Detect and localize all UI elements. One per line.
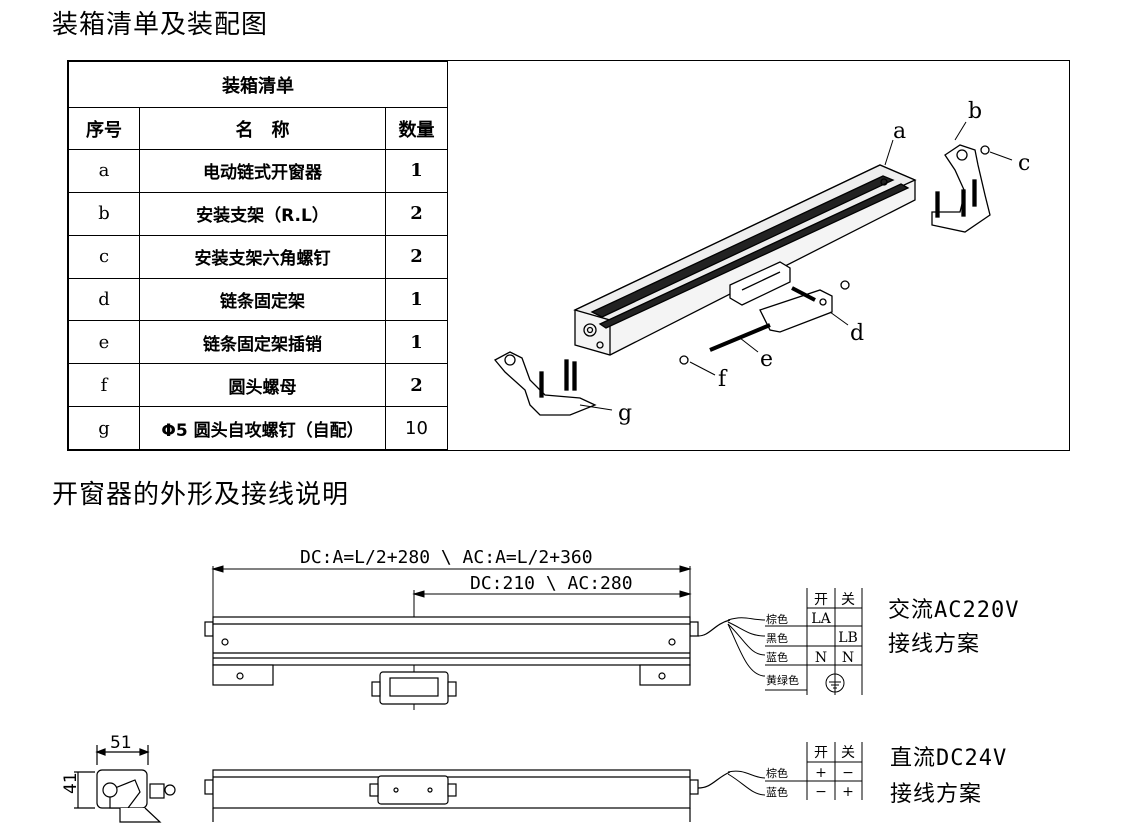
ac-wire-blue: 蓝色 <box>766 650 788 664</box>
dc-cell-minus2: − <box>815 784 827 800</box>
row-qty: 10 <box>385 406 448 450</box>
dc-wiring-table <box>765 742 863 800</box>
label-g: g <box>618 401 632 426</box>
dc-opener-side-view <box>204 769 731 822</box>
row-qty: 1 <box>385 149 448 193</box>
label-d: d <box>850 321 864 346</box>
row-name: 安装支架六角螺钉 <box>139 234 386 279</box>
row-name: Φ5 圆头自攻螺钉（自配） <box>139 406 386 450</box>
header-name: 名 称 <box>139 107 386 150</box>
dim-a-label: DC:A=L/2+280 \ AC:A=L/2+360 <box>300 547 593 568</box>
ground-icon <box>825 673 845 693</box>
ac-col-open: 开 <box>814 592 828 608</box>
header-qty: 数量 <box>385 107 448 150</box>
dc-wiring-title: 直流DC24V <box>890 746 1008 771</box>
appearance-section-title: 开窗器的外形及接线说明 <box>52 480 350 510</box>
ac-wiring-title: 交流AC220V <box>888 598 1020 623</box>
ac-wiring-subtitle: 接线方案 <box>888 632 981 657</box>
dc-wiring-subtitle: 接线方案 <box>890 782 983 807</box>
row-no: g <box>68 406 140 450</box>
label-c: c <box>1018 151 1030 176</box>
dc-cell-plus2: + <box>842 784 854 800</box>
label-e: e <box>760 347 773 372</box>
row-name: 电动链式开窗器 <box>139 149 386 193</box>
row-no: c <box>68 234 140 279</box>
ac-cell-n2: N <box>842 650 854 666</box>
header-no: 序号 <box>68 107 140 150</box>
ac-col-close: 关 <box>841 592 855 608</box>
ac-wire-brown: 棕色 <box>766 612 788 626</box>
dc-cell-minus: − <box>842 765 854 781</box>
bracket-g <box>493 351 597 416</box>
ac-cell-la: LA <box>811 611 831 627</box>
bracket-b <box>931 144 991 233</box>
ac-cell-lb: LB <box>838 630 858 646</box>
row-no: d <box>68 277 140 322</box>
label-b: b <box>968 99 982 124</box>
dimension-lines <box>211 565 692 710</box>
dc-cell-plus: + <box>815 765 827 781</box>
row-qty: 2 <box>385 191 448 236</box>
ac-opener-side-view <box>204 616 731 705</box>
dc-wire-brown: 棕色 <box>766 766 788 780</box>
height-dimension: 41 <box>61 772 81 794</box>
row-qty: 1 <box>385 277 448 322</box>
ac-wire-black: 黑色 <box>766 631 788 645</box>
ac-cell-n1: N <box>815 650 827 666</box>
width-dimension: 51 <box>110 733 132 753</box>
opener-body <box>573 164 917 356</box>
assembly-drawing: a b c d e f g <box>493 99 1030 426</box>
ac-wire-yellowgreen: 黄绿色 <box>766 673 799 687</box>
ac-wires <box>727 617 766 677</box>
packing-section-title: 装箱清单及装配图 <box>52 10 269 40</box>
chain-bracket-d <box>759 286 833 333</box>
label-a: a <box>893 119 906 144</box>
dc-col-close: 关 <box>841 745 855 761</box>
dc-col-open: 开 <box>814 745 828 761</box>
row-qty: 1 <box>385 320 448 365</box>
row-qty: 2 <box>385 234 448 279</box>
dc-wires <box>727 770 766 796</box>
leader-lines <box>579 121 1013 411</box>
dc-end-view <box>74 745 176 823</box>
dc-wire-blue: 蓝色 <box>766 785 788 799</box>
dim-b-label: DC:210 \ AC:280 <box>470 573 633 594</box>
ac-wiring-table <box>765 588 863 695</box>
label-f: f <box>718 367 728 392</box>
pin-e-and-nut-f <box>679 145 990 365</box>
